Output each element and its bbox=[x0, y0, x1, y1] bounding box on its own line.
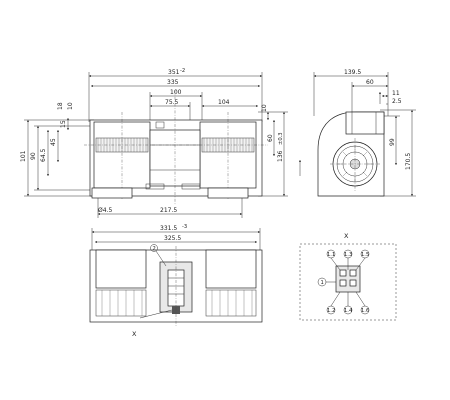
bottom-view: 331.5 -3 325.5 2 X bbox=[89, 224, 263, 338]
side-outlet bbox=[345, 111, 385, 135]
dim-90: 90 bbox=[30, 152, 37, 160]
dim-60: 60 bbox=[267, 134, 274, 142]
pin-1-1: 1.1 bbox=[327, 252, 335, 258]
dim-18: 18 bbox=[57, 102, 64, 110]
side-view: 139.5 60 11 2.5 99 170.5 bbox=[299, 69, 416, 197]
pin-1: 1 bbox=[321, 280, 324, 286]
dim-104: 104 bbox=[218, 99, 230, 106]
dim-351: 351 bbox=[168, 69, 180, 76]
dim-331-5: 331.5 bbox=[160, 225, 177, 232]
dim-139-5: 139.5 bbox=[344, 69, 361, 76]
dim-45: 45 bbox=[50, 138, 57, 146]
dim-217-5: 217.5 bbox=[160, 207, 177, 214]
pin-1-4: 1.4 bbox=[344, 308, 353, 314]
front-view: 351 -2 335 100 75.5 104 101 90 64.5 45 1… bbox=[20, 68, 288, 218]
dim-101: 101 bbox=[20, 150, 27, 162]
connector-detail: X 1.1 1.3 1.5 1 1.2 1.4 1.6 bbox=[299, 232, 397, 321]
dim-2-5: 2.5 bbox=[392, 98, 402, 105]
pin-1-5: 1.5 bbox=[361, 252, 369, 258]
dim-15: 15 bbox=[60, 120, 67, 128]
dim-11: 11 bbox=[392, 90, 400, 97]
dim-10-left: 10 bbox=[67, 102, 74, 110]
dim-10-right: 10 bbox=[261, 104, 268, 112]
detail-title-x: X bbox=[344, 232, 349, 240]
dim-75-5: 75.5 bbox=[165, 99, 179, 106]
dim-136: 136 bbox=[277, 150, 284, 162]
dim-100: 100 bbox=[170, 89, 182, 96]
dim-325-5: 325.5 bbox=[164, 235, 181, 242]
pin-1-2: 1.2 bbox=[327, 308, 335, 314]
dim-60-side: 60 bbox=[366, 79, 374, 86]
dim-64-5: 64.5 bbox=[40, 148, 47, 162]
pin-1-3: 1.3 bbox=[344, 252, 352, 258]
view-marker-x: X bbox=[132, 330, 137, 338]
pin-1-6: 1.6 bbox=[361, 308, 369, 314]
dim-170-5: 170.5 bbox=[405, 153, 412, 170]
dim-351-tol: -2 bbox=[180, 68, 185, 74]
dim-331-5-tol: -3 bbox=[182, 224, 187, 230]
dim-136-tol: ±0.3 bbox=[278, 132, 284, 145]
callout-2-circle bbox=[150, 244, 158, 252]
dim-335: 335 bbox=[167, 79, 179, 86]
dim-99: 99 bbox=[389, 138, 396, 146]
callout-2: 2 bbox=[153, 246, 156, 252]
dim-hole-dia: Ø4.5 bbox=[98, 207, 112, 214]
